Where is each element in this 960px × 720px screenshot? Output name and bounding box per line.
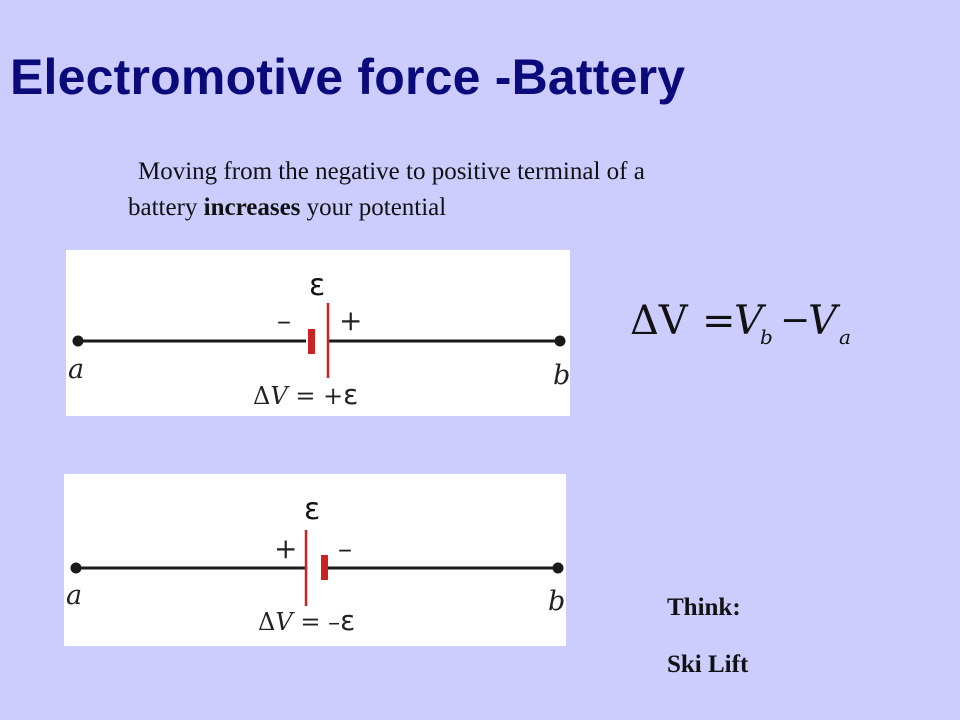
battery-negative-plate	[308, 329, 315, 354]
node-a-label: a	[66, 580, 82, 611]
potential-difference-formula: ΔV = V b − V a	[628, 288, 868, 357]
circuit-svg-reverse: ε + – a b ΔV = –ε	[66, 492, 565, 637]
emf-symbol: ε	[309, 268, 325, 303]
formula-lhs: ΔV	[630, 298, 689, 344]
node-a-dot	[72, 335, 84, 347]
positive-sign: +	[274, 532, 297, 565]
circuit-svg-forward: ε – + a b ΔV = +ε	[68, 268, 570, 411]
node-b-dot	[552, 562, 564, 574]
battery-negative-plate	[321, 555, 328, 580]
node-b-label: b	[553, 360, 570, 391]
delta-v-expression: ΔV = –ε	[258, 604, 355, 637]
node-a-label: a	[68, 354, 84, 385]
ski-lift-label: Ski Lift	[667, 651, 749, 678]
emf-symbol: ε	[304, 492, 320, 527]
node-b-label: b	[548, 586, 565, 617]
battery-diagram-reverse: ε + – a b ΔV = –ε	[64, 474, 566, 646]
negative-sign: –	[277, 304, 291, 337]
node-a-dot	[70, 562, 82, 574]
slide-title: Electromotive force -Battery	[10, 49, 686, 105]
think-label: Think:	[667, 594, 741, 621]
formula-term-1: V	[734, 298, 767, 344]
formula-subscript-b: b	[760, 325, 773, 349]
description-line-1: Moving from the negative to positive ter…	[138, 158, 645, 185]
description-emphasis: increases	[203, 194, 301, 221]
positive-sign: +	[339, 304, 362, 337]
formula-equals: =	[702, 298, 736, 344]
negative-sign: –	[338, 532, 352, 565]
slide-description: Moving from the negative to positive ter…	[128, 154, 808, 226]
formula-minus: −	[780, 300, 810, 341]
description-line-2-prefix: battery	[128, 194, 204, 221]
node-b-dot	[554, 335, 566, 347]
formula-subscript-a: a	[839, 325, 851, 349]
battery-diagram-forward: ε – + a b ΔV = +ε	[66, 250, 570, 416]
formula-term-2: V	[808, 298, 841, 344]
description-line-2-suffix: your potential	[300, 194, 447, 221]
delta-v-expression: ΔV = +ε	[253, 378, 358, 411]
